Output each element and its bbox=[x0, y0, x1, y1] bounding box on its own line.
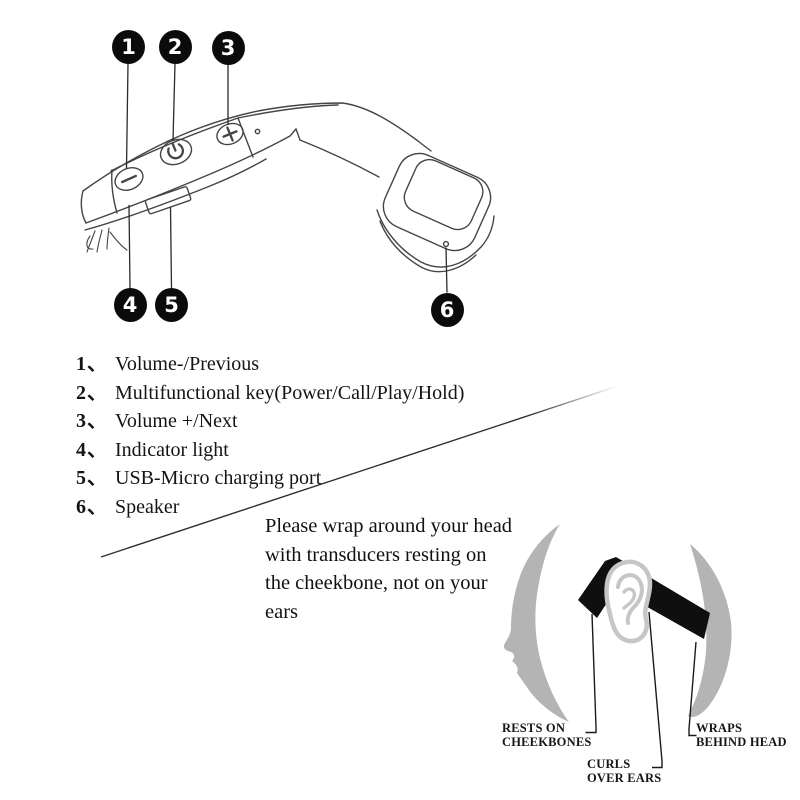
label-line: RESTS ON bbox=[502, 721, 566, 735]
legend-item-label: Speaker bbox=[115, 495, 180, 518]
leader-5 bbox=[169, 206, 173, 289]
pod-rim-line-2 bbox=[379, 220, 477, 273]
label-line: WRAPS bbox=[696, 721, 743, 735]
leader-6 bbox=[445, 247, 448, 293]
legend-item-label: Indicator light bbox=[115, 438, 229, 461]
tip-hatch-sketch bbox=[86, 227, 128, 253]
wear-instruction-text: Please wrap around your head with transd… bbox=[265, 512, 512, 626]
legend-item-5: 5、 USB-Micro charging port bbox=[76, 461, 464, 490]
speaker-pod-drawing bbox=[376, 152, 495, 273]
pod-outer-outline bbox=[382, 152, 492, 252]
label-line: CHEEKBONES bbox=[502, 734, 592, 749]
legend-item-number: 6、 bbox=[76, 495, 108, 518]
minus-icon bbox=[120, 174, 138, 184]
legend-item-4: 4、 Indicator light bbox=[76, 433, 464, 462]
legend-item-6: 6、 Speaker bbox=[76, 490, 464, 519]
legend-item-number: 3、 bbox=[76, 410, 108, 433]
band-thickness-line bbox=[84, 158, 267, 231]
pod-inner-pad bbox=[403, 158, 484, 231]
leader-4 bbox=[128, 204, 131, 289]
module-left-divider bbox=[111, 169, 118, 214]
label-line: CURLS bbox=[587, 757, 631, 771]
ear-inner-curl-2 bbox=[622, 587, 637, 610]
face-silhouette bbox=[503, 524, 569, 722]
callout-badge-1: 1 bbox=[112, 30, 145, 64]
legend-item-3: 3、 Volume +/Next bbox=[76, 404, 464, 433]
band-neck-step bbox=[295, 128, 301, 141]
leader-wraps-behind-head bbox=[688, 641, 697, 737]
callout-badge-5: 5 bbox=[155, 288, 188, 322]
instruction-line: ears bbox=[265, 600, 299, 623]
legend-item-number: 5、 bbox=[76, 467, 108, 490]
divider-diagonal-line bbox=[100, 385, 619, 558]
volume-plus-button-drawing bbox=[216, 122, 244, 146]
band-outer-edge bbox=[82, 102, 432, 192]
leader-curls-over-ears bbox=[648, 611, 663, 769]
module-right-divider bbox=[237, 117, 254, 158]
headset-drawing bbox=[80, 102, 495, 273]
legend-item-number: 1、 bbox=[76, 353, 108, 375]
callout-badge-3: 3 bbox=[211, 31, 245, 65]
band-inner-top-edge bbox=[110, 104, 339, 172]
pod-speaker-dot bbox=[442, 240, 450, 248]
instruction-line: the cheekbone, not on your bbox=[265, 572, 488, 594]
arm-inner-edge bbox=[299, 139, 380, 178]
legend-item-label: Volume-/Previous bbox=[115, 353, 260, 375]
legend-item-label: USB-Micro charging port bbox=[115, 467, 322, 490]
pod-rim-line-1 bbox=[376, 209, 495, 268]
plus-icon bbox=[222, 126, 238, 142]
power-icon bbox=[167, 142, 184, 160]
legend-item-label: Multifunctional key(Power/Call/Play/Hold… bbox=[115, 381, 465, 404]
legend-item-label: Volume +/Next bbox=[115, 410, 238, 433]
label-line: BEHIND HEAD bbox=[696, 734, 787, 749]
legend-item-1: 1、 Volume-/Previous bbox=[76, 347, 464, 376]
ear-drawing bbox=[604, 559, 653, 644]
power-button-drawing bbox=[159, 138, 193, 166]
label-curls-over-ears: CURLS OVER EARS bbox=[587, 757, 662, 785]
label-rests-on-cheekbones: RESTS ON CHEEKBONES bbox=[502, 721, 592, 749]
legend-item-number: 4、 bbox=[76, 438, 108, 461]
leader-1 bbox=[125, 63, 129, 169]
leader-2 bbox=[172, 63, 176, 142]
band-bottom-edge bbox=[85, 128, 297, 224]
instruction-line: with transducers resting on bbox=[265, 543, 487, 566]
mic-hole-drawing bbox=[254, 128, 261, 135]
wear-illustration bbox=[503, 524, 732, 769]
leader-rests-on-cheekbones bbox=[585, 613, 597, 734]
volume-minus-button-drawing bbox=[114, 167, 144, 191]
callout-leader-lines bbox=[125, 63, 448, 293]
callout-badge-6: 6 bbox=[430, 293, 464, 327]
legend-item-number: 2、 bbox=[76, 381, 108, 404]
legend-list: 1、 Volume-/Previous 2、 Multifunctional k… bbox=[76, 347, 464, 519]
band-tip-cap bbox=[80, 190, 87, 224]
label-line: OVER EARS bbox=[587, 770, 662, 785]
usb-port-drawing bbox=[144, 186, 192, 215]
ear-inner-curl bbox=[616, 573, 644, 625]
callout-badge-2: 2 bbox=[158, 30, 192, 64]
legend-item-2: 2、 Multifunctional key(Power/Call/Play/H… bbox=[76, 376, 464, 405]
label-wraps-behind-head: WRAPS BEHIND HEAD bbox=[696, 721, 787, 749]
wear-leader-lines bbox=[585, 611, 697, 769]
callout-badge-4: 4 bbox=[113, 288, 147, 322]
back-head-silhouette bbox=[688, 544, 732, 717]
instruction-line: Please wrap around your head bbox=[265, 515, 513, 537]
